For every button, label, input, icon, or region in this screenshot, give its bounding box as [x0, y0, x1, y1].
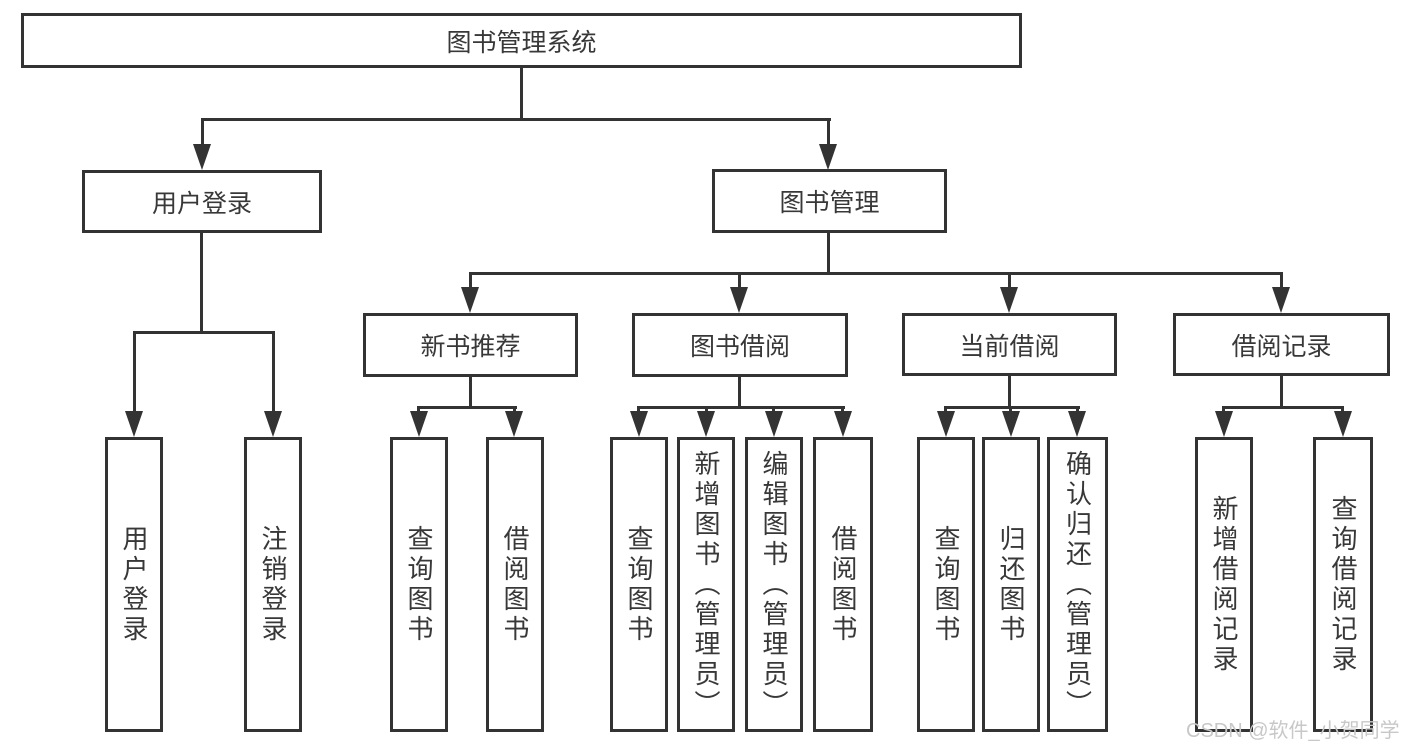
connector-line: [772, 406, 775, 414]
arrowhead-icon: [819, 144, 837, 170]
arrowhead-icon: [1334, 411, 1352, 437]
connector-line: [469, 272, 472, 290]
leaf-label: 用户登录: [119, 524, 149, 645]
arrowhead-icon: [834, 411, 852, 437]
connector-line: [738, 377, 741, 409]
arrowhead-icon: [461, 287, 479, 313]
arrowhead-icon: [505, 411, 523, 437]
connector-line: [1008, 272, 1011, 290]
connector-line: [1008, 376, 1011, 409]
leaf-edit-book-admin: 编辑图书（管理员）: [745, 437, 803, 732]
node-label: 借阅记录: [1231, 332, 1332, 361]
connector-line: [201, 118, 204, 148]
leaf-label: 查询图书: [624, 524, 654, 645]
node-current-borrowing: 当前借阅: [902, 313, 1117, 376]
arrowhead-icon: [730, 287, 748, 313]
node-label: 新书推荐: [420, 333, 521, 361]
connector-line: [827, 118, 830, 148]
leaf-add-borrow-record: 新增借阅记录: [1195, 437, 1253, 732]
arrowhead-icon: [410, 411, 428, 437]
leaf-logout: 注销登录: [244, 437, 302, 732]
connector-line: [513, 406, 516, 414]
connector-line: [133, 331, 136, 413]
connector-line: [469, 272, 1283, 275]
csdn-watermark: CSDN @软件_小贺同学: [1186, 720, 1400, 742]
leaf-confirm-return-admin: 确认归还（管理员）: [1047, 437, 1108, 732]
node-label: 图书管理系统: [446, 28, 597, 57]
arrowhead-icon: [1272, 287, 1290, 313]
leaf-label: 编辑图书（管理员）: [759, 449, 789, 720]
arrowhead-icon: [765, 411, 783, 437]
leaf-query-books: 查询图书: [917, 437, 975, 732]
arrowhead-icon: [1068, 411, 1086, 437]
arrowhead-icon: [630, 411, 648, 437]
arrowhead-icon: [1000, 287, 1018, 313]
connector-line: [705, 406, 708, 414]
node-borrowing-records: 借阅记录: [1173, 313, 1390, 376]
leaf-user-login: 用户登录: [105, 437, 163, 732]
connector-line: [1341, 406, 1344, 414]
leaf-label: 查询图书: [404, 524, 434, 645]
connector-line: [201, 118, 831, 121]
connector-line: [1280, 376, 1283, 409]
leaf-label: 归还图书: [996, 524, 1026, 645]
arrowhead-icon: [1002, 411, 1020, 437]
connector-line: [133, 331, 275, 334]
arrowhead-icon: [193, 144, 211, 170]
node-user-login: 用户登录: [82, 170, 322, 233]
leaf-return-book: 归还图书: [982, 437, 1040, 732]
leaf-query-books: 查询图书: [390, 437, 448, 732]
connector-line: [417, 406, 517, 409]
connector-line: [1280, 272, 1283, 290]
node-book-management: 图书管理: [712, 169, 947, 233]
arrowhead-icon: [937, 411, 955, 437]
connector-line: [1222, 406, 1225, 414]
connector-line: [738, 272, 741, 290]
leaf-label: 注销登录: [258, 524, 288, 645]
leaf-label: 借阅图书: [828, 524, 858, 645]
arrowhead-icon: [1215, 411, 1233, 437]
node-label: 图书管理: [779, 189, 880, 217]
connector-line: [417, 406, 420, 414]
leaf-label: 新增图书（管理员）: [691, 449, 721, 720]
leaf-query-borrow-record: 查询借阅记录: [1313, 437, 1373, 732]
leaf-borrow-books: 借阅图书: [813, 437, 873, 732]
leaf-label: 新增借阅记录: [1209, 494, 1239, 675]
connector-line: [469, 377, 472, 409]
connector-line: [200, 233, 203, 334]
connector-line: [944, 406, 1080, 409]
node-book-borrowing: 图书借阅: [632, 313, 848, 377]
arrowhead-icon: [697, 411, 715, 437]
node-library-management-system: 图书管理系统: [21, 13, 1022, 68]
leaf-label: 确认归还（管理员）: [1062, 449, 1093, 720]
leaf-query-books: 查询图书: [610, 437, 668, 732]
arrowhead-icon: [264, 411, 282, 437]
connector-line: [841, 406, 844, 414]
connector-line: [1076, 406, 1079, 414]
arrowhead-icon: [125, 411, 143, 437]
connector-line: [272, 331, 275, 413]
node-label: 用户登录: [151, 189, 252, 218]
leaf-label: 查询借阅记录: [1328, 494, 1358, 675]
leaf-label: 借阅图书: [500, 524, 530, 645]
leaf-add-book-admin: 新增图书（管理员）: [677, 437, 735, 732]
connector-line: [637, 406, 640, 414]
connector-line: [637, 406, 845, 409]
node-label: 图书借阅: [689, 333, 790, 361]
connector-line: [520, 68, 523, 120]
connector-line: [944, 406, 947, 414]
connector-line: [827, 233, 830, 275]
leaf-label: 查询图书: [931, 524, 961, 645]
connector-line: [1222, 406, 1344, 409]
connector-line: [1009, 406, 1012, 414]
leaf-borrow-books: 借阅图书: [486, 437, 544, 732]
node-new-book-recommendation: 新书推荐: [363, 313, 578, 377]
node-label: 当前借阅: [959, 332, 1060, 361]
